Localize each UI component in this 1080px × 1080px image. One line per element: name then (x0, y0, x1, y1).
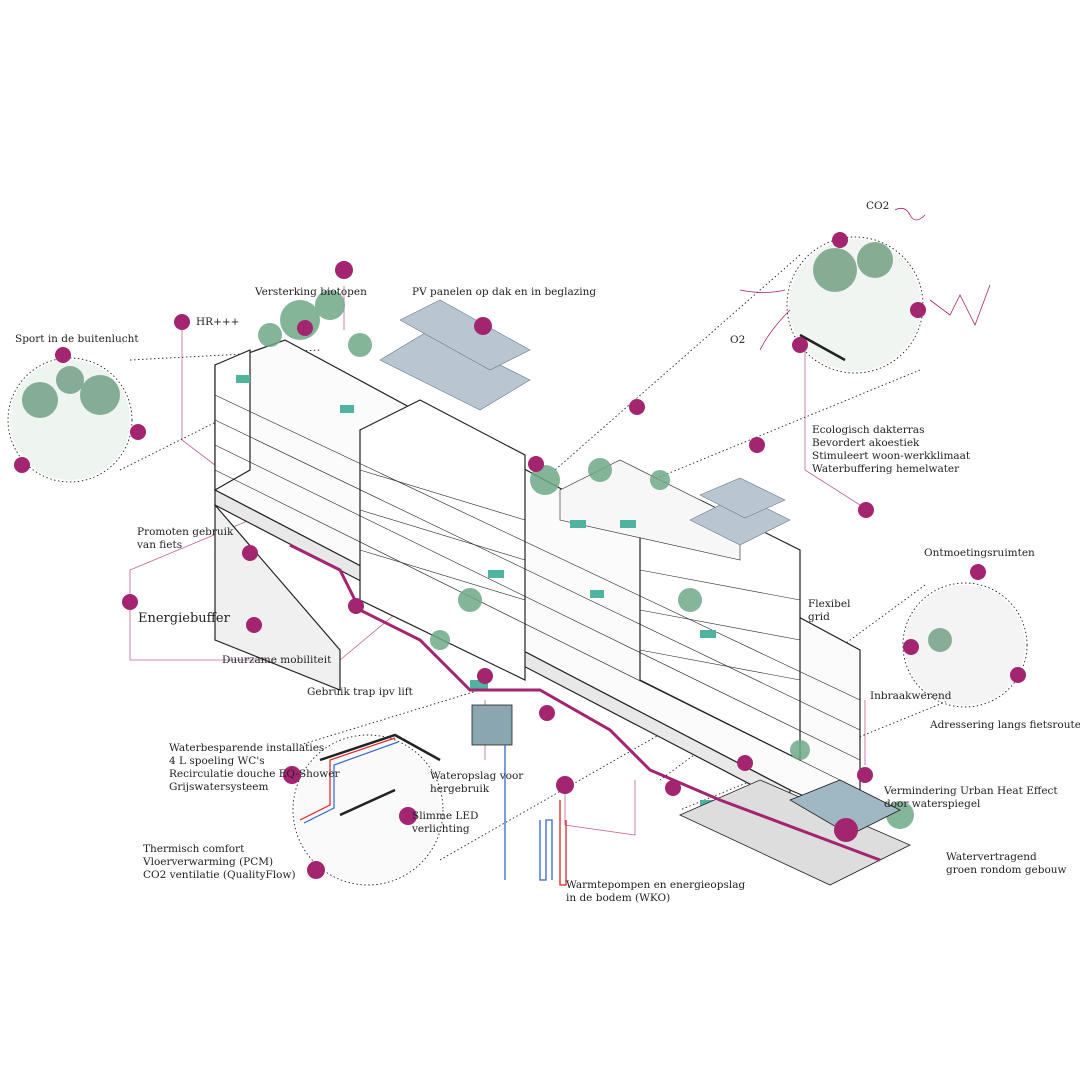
label-adressering: Adressering langs fietsroute (930, 719, 1080, 731)
air-flow-lines (739, 207, 991, 351)
lock-icon (903, 639, 919, 655)
floor-lines (214, 394, 861, 791)
building (214, 339, 861, 821)
line: Thermisch comfort (143, 843, 245, 855)
lightbulb-icon (474, 317, 492, 335)
line: door waterspiegel (884, 798, 981, 810)
leaf-icon (528, 456, 544, 472)
label-biotopen: Versterking biotopen (255, 286, 367, 298)
bicycle-icon (737, 755, 753, 771)
line: Flexibel (808, 598, 851, 610)
line: grid (808, 611, 830, 623)
battery-icon (122, 594, 138, 610)
line: Slimme LED (412, 810, 479, 822)
line: Grijswatersysteem (169, 781, 269, 793)
label-inbraak: Inbraakwerend (870, 690, 952, 702)
led-icon (399, 807, 417, 825)
label-hr: HR+++ (196, 316, 240, 328)
tree-icon (832, 232, 848, 248)
label-ontmoeting: Ontmoetingsruimten (924, 547, 1035, 559)
leaf-icon (297, 320, 313, 336)
hr-icon (174, 314, 190, 330)
line: Bevordert akoestiek (812, 437, 920, 449)
line: Promoten gebruik (137, 526, 234, 538)
line: Vermindering Urban Heat Effect (884, 785, 1058, 797)
line: verlichting (412, 823, 470, 835)
line: Wateropslag voor (430, 770, 524, 782)
line: Stimuleert woon-werkklimaat (812, 450, 971, 462)
heat-pump-icon (556, 776, 574, 794)
line: in de bodem (WKO) (566, 892, 671, 904)
label-o2: O2 (730, 334, 746, 346)
meeting-icon (970, 564, 986, 580)
line: Waterbuffering hemelwater (812, 463, 960, 475)
water-drop-icon (283, 766, 301, 784)
car-charge-icon (246, 617, 262, 633)
stairs-icon (539, 705, 555, 721)
water-mirror (789, 779, 901, 836)
label-sport: Sport in de buitenlucht (15, 333, 139, 345)
bicycle-icon (242, 545, 258, 561)
line: Recirculatie douche EQ-Shower (169, 768, 340, 780)
wko-pipes (504, 745, 567, 886)
recycle-icon (834, 818, 858, 842)
thermometer-icon (857, 767, 873, 783)
label-co2: CO2 (866, 200, 890, 212)
leaf-icon (55, 347, 71, 363)
thermal-icon (307, 861, 325, 879)
sun-icon (130, 424, 146, 440)
bicycle-icon (1010, 667, 1026, 683)
line: 4 L spoeling WC's (169, 755, 265, 767)
water-drop-icon (477, 668, 493, 684)
line: CO2 ventilatie (QualityFlow) (143, 869, 296, 881)
solar-panels (379, 299, 791, 546)
water-drop-icon (629, 399, 645, 415)
sport-icon (14, 457, 30, 473)
line: Ecologisch dakterras (812, 424, 925, 436)
lightbulb-icon (749, 437, 765, 453)
line: Warmtepompen en energieopslag (566, 879, 746, 891)
icon-markers (14, 232, 1026, 879)
label-trap: Gebruik trap ipv lift (307, 686, 413, 698)
line: groen rondom gebouw (946, 864, 1067, 876)
detail-vignettes (10, 239, 1025, 883)
label-mobiliteit: Duurzame mobiliteit (222, 654, 332, 666)
lock-icon (665, 780, 681, 796)
walking-route (289, 543, 881, 862)
label-pv: PV panelen op dak en in beglazing (412, 286, 597, 298)
line: hergebruik (430, 783, 490, 795)
water-drop-icon (335, 261, 353, 279)
water-tank (471, 704, 513, 746)
line: van fiets (137, 539, 183, 551)
water-drop-icon (858, 502, 874, 518)
sound-icon (910, 302, 926, 318)
label-energiebuffer: Energiebuffer (138, 611, 230, 626)
stairs-icon (348, 598, 364, 614)
line: Waterbesparende installaties (169, 742, 325, 754)
line: Vloerverwarming (PCM) (143, 856, 274, 868)
line: Watervertragend (946, 851, 1037, 863)
water-drop-icon (792, 337, 808, 353)
